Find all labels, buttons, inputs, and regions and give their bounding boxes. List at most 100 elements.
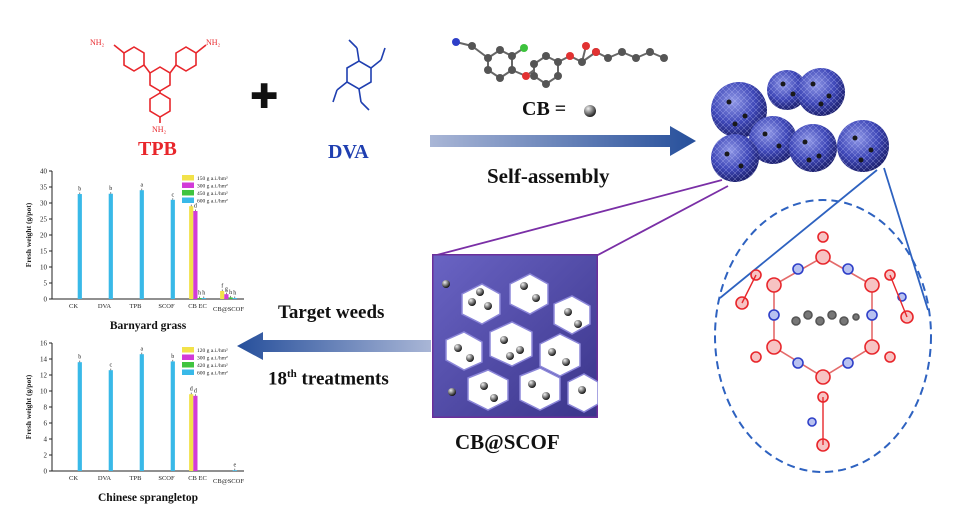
bar xyxy=(224,294,229,299)
treatments-number: 18 xyxy=(268,368,287,390)
bar xyxy=(108,193,113,299)
legend-label: 300 g a.i./hm² xyxy=(197,184,228,190)
dva-structure xyxy=(332,39,386,111)
significance-letter: c xyxy=(171,192,174,198)
bar xyxy=(108,370,113,471)
significance-letter: h xyxy=(233,291,236,297)
legend-swatch xyxy=(182,190,194,196)
bar xyxy=(232,298,237,299)
cof-nanospheres xyxy=(711,68,889,182)
target-weeds-label: Target weeds xyxy=(278,302,385,323)
y-tick-label: 0 xyxy=(44,296,48,304)
tpb-structure: NH₂ NH₂ NH₂ xyxy=(90,38,221,134)
significance-letter: b xyxy=(78,355,81,361)
y-tick-label: 15 xyxy=(40,248,48,256)
legend-swatch xyxy=(182,347,194,353)
cb-legend-label: CB = xyxy=(522,98,567,120)
x-tick-label: CB@SCOF xyxy=(213,306,244,313)
significance-letter: b xyxy=(109,186,112,192)
legend-label: 600 g a.i./hm² xyxy=(197,199,228,205)
x-tick-label: CK xyxy=(69,475,78,482)
y-tick-label: 5 xyxy=(44,280,48,288)
bar xyxy=(220,291,225,299)
cb-sphere-icon xyxy=(584,105,596,117)
significance-letter: g xyxy=(225,287,228,293)
significance-letter: a xyxy=(140,347,143,353)
cb-structure xyxy=(452,38,668,88)
bar xyxy=(170,361,175,471)
tpb-amine-bottom: NH₂ xyxy=(152,125,167,134)
significance-letter: b xyxy=(78,187,81,193)
legend-swatch xyxy=(182,182,194,188)
y-tick-label: 16 xyxy=(40,340,48,348)
y-tick-label: 14 xyxy=(40,356,48,364)
significance-letter: a xyxy=(140,183,143,189)
bar xyxy=(139,354,144,471)
self-assembly-arrow xyxy=(430,126,696,156)
cof-structure-zoom xyxy=(714,199,932,473)
significance-letter: b xyxy=(171,354,174,360)
chart-title: Barnyard grass xyxy=(110,320,187,332)
significance-letter: d xyxy=(190,387,193,393)
y-axis-label: Fresh weight (g/pot) xyxy=(24,374,33,439)
x-tick-label: CB EC xyxy=(188,475,207,482)
self-assembly-label: Self-assembly xyxy=(487,164,610,188)
y-tick-label: 2 xyxy=(44,452,48,460)
tpb-amine-right: NH₂ xyxy=(206,38,221,47)
y-tick-label: 10 xyxy=(40,264,48,272)
legend-swatch xyxy=(182,369,194,375)
legend-label: 600 g a.i./hm² xyxy=(197,371,228,377)
x-tick-label: CK xyxy=(69,303,78,310)
legend-label: 450 g a.i./hm² xyxy=(197,191,228,197)
tpb-amine-left: NH₂ xyxy=(90,38,105,47)
bar xyxy=(189,206,194,299)
y-tick-label: 40 xyxy=(40,168,48,176)
bar xyxy=(170,199,175,299)
chart-title: Chinese sprangletop xyxy=(98,492,198,504)
legend-label: 300 g a.i./hm² xyxy=(197,356,228,362)
bar xyxy=(228,297,233,299)
y-tick-label: 12 xyxy=(40,372,48,380)
legend-swatch xyxy=(182,197,194,203)
x-tick-label: DVA xyxy=(98,303,112,310)
significance-letter: e xyxy=(233,463,236,469)
significance-letter: h xyxy=(202,291,205,297)
bar xyxy=(201,298,206,299)
significance-letter: d xyxy=(194,203,197,209)
bar xyxy=(197,298,202,299)
bar xyxy=(232,470,237,471)
cb-scof-label: CB@SCOF xyxy=(455,430,560,454)
significance-letter: h xyxy=(198,291,201,297)
y-tick-label: 10 xyxy=(40,388,48,396)
x-tick-label: DVA xyxy=(98,475,112,482)
y-tick-label: 35 xyxy=(40,184,48,192)
bar xyxy=(77,362,82,471)
bar xyxy=(193,211,198,299)
legend-label: 120 g a.i./hm² xyxy=(197,348,228,354)
significance-letter: f xyxy=(221,282,223,289)
bar xyxy=(139,190,144,299)
y-tick-label: 6 xyxy=(44,420,48,428)
y-tick-label: 4 xyxy=(44,436,48,444)
tpb-label: TPB xyxy=(138,138,177,160)
y-tick-label: 8 xyxy=(44,404,48,412)
x-tick-label: CB EC xyxy=(188,303,207,310)
significance-letter: h xyxy=(229,290,232,296)
x-tick-label: SCOF xyxy=(158,475,175,482)
plus-icon: ✚ xyxy=(250,77,279,117)
dva-label: DVA xyxy=(328,141,369,163)
y-tick-label: 25 xyxy=(40,216,48,224)
legend-swatch xyxy=(182,354,194,360)
treatments-text: treatments xyxy=(296,368,389,390)
treatments-superscript: th xyxy=(287,368,297,380)
bar xyxy=(189,394,194,471)
bar xyxy=(193,395,198,471)
bar xyxy=(77,194,82,299)
legend-label: 420 g a.i./hm² xyxy=(197,363,228,369)
treatments-label: 18th treatments xyxy=(268,368,389,390)
x-tick-label: TPB xyxy=(130,475,143,482)
legend-label: 150 g a.i./hm² xyxy=(197,176,228,182)
